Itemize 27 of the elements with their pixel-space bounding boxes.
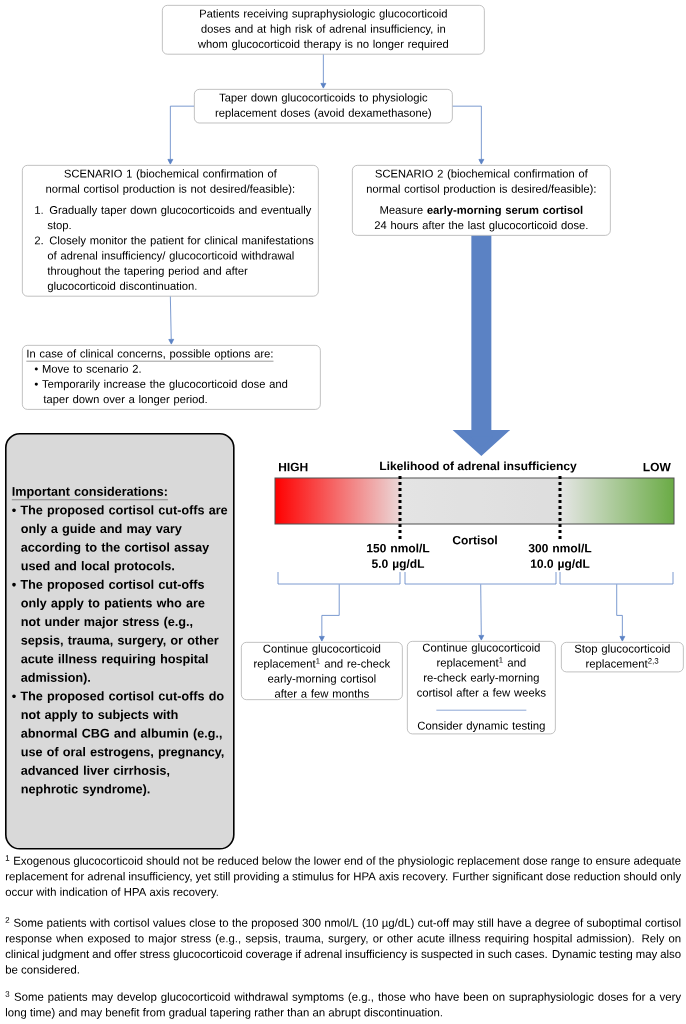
footnote: $^{2}$ Some patients with cortisol values close to the proposed 300 nmol/L (10 µg/dL) cut-off may still have a degree of suboptimal cortisol response when exposed to major stress (e.g., sepsis, trauma, surgery, or other acute illness requiring hospital admission). Rely on clinical judgment and offer stress glucocorticoid coverage if adrenal insufficiency is suspected in such cases. Dynamic testing may also be considered. [5,917,681,974]
footnote: $^{3}$ Some patients may develop glucocorticoid withdrawal symptoms (e.g., those who have been on supraphysiologic doses for a very long time) and may benefit from gradual tapering rather than an abrupt discontinuation. [5,991,682,1019]
scale-label: LOW [643,462,671,472]
arrow [616,584,626,642]
process-box: Patients receiving supraphysiologic glucocorticoid doses and at high risk of adrenal insufficiency, in whom glucocorticoid therapy is no longer required [162,5,485,55]
bracket [559,571,674,585]
scale-label: HIGH [279,462,308,472]
outcome-box: Continue glucocorticoid replacement$^{1}$ and re-check early-morning cortisol after a few weeks Consider dynamic testing [407,641,556,735]
arrow [478,584,485,641]
arrow [167,105,195,165]
scale-title: Likelihood of adrenal insufficiency [380,461,577,473]
process-box: Taper down glucocorticoids to physiologic replacement doses (avoid dexamethasone) [194,89,453,124]
cutoff-label: 300 nmol/L 10.0 µg/dL [528,543,592,571]
outcome-box: Stop glucocorticoid replacement$^{2,3}$ [561,642,684,673]
outcome-box: Continue glucocorticoid replacement$^{1}$ and re-check early-morning cortisol after a few months [241,642,403,700]
process-box: SCENARIO 1 (biochemical confirmation of normal cortisol production is not desired/feasible): 1. Gradually taper down glucocorticoids and eventually stop. 2. Closely monitor the patient for clinical manifestations of adrenal insufficiency/ glucocorticoid withdrawal throughout the tapering period and after glucocorticoid discontinuation. [22,165,319,297]
considerations-box: Important considerations: • The proposed cortisol cut-offs are only a guide and may vary according to the cortisol assay used and local protocols. • The proposed cortisol cut-offs only apply to patients who are not under major stress (e.g., sepsis, trauma, surgery, or other acute illness requiring hospital admission). • The proposed cortisol cut-offs do not apply to subjects with abnormal CBG and albumin (e.g., use of oral estrogens, pregnancy, advanced liver cirrhosis, nephrotic syndrome). [5,433,235,850]
arrow [319,584,340,642]
arrow [320,54,327,89]
bracket [277,571,401,585]
arrow [452,105,485,165]
process-box: In case of clinical concerns, possible options are: • Move to scenario 2. • Temporarily increase the glucocorticoid dose and taper down over a longer period. [22,345,321,410]
arrow [168,296,175,345]
process-box: SCENARIO 2 (biochemical confirmation of normal cortisol production is desired/feasible): Measure early-morning serum cortisol 24 hours after the last glucocorticoid dose. [352,165,611,236]
bracket [404,571,557,585]
axis-label: Cortisol [452,535,497,545]
cutoff-label: 150 nmol/L 5.0 µg/dL [367,543,430,571]
